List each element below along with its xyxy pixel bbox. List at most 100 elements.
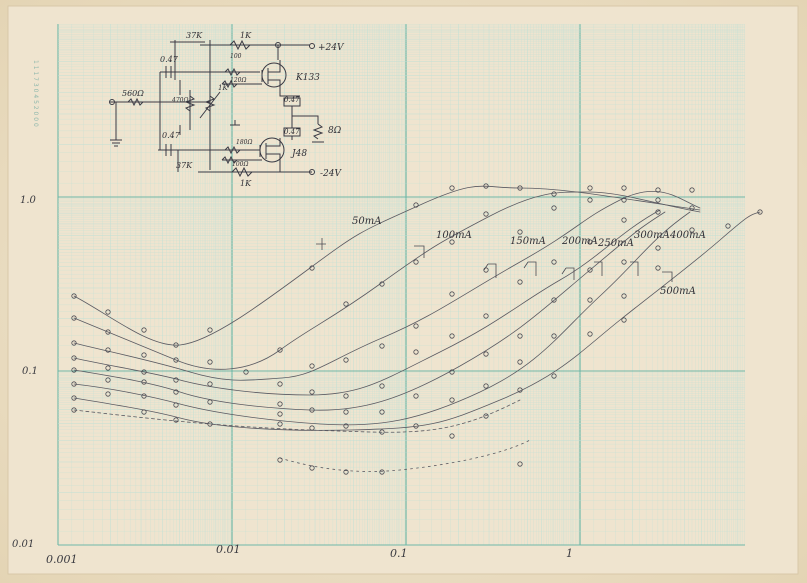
resistor-source-top xyxy=(283,97,301,107)
data-point xyxy=(105,391,111,397)
arrow-icon xyxy=(662,271,673,282)
data-point xyxy=(207,421,213,427)
data-point xyxy=(207,359,213,365)
data-point xyxy=(71,355,77,361)
data-point xyxy=(141,369,147,375)
data-point xyxy=(105,347,111,353)
data-point xyxy=(655,265,661,271)
data-point xyxy=(517,359,523,365)
curve-300ma xyxy=(73,211,691,426)
series-labels: 50mA 100mA 150mA 200mA 250mA 300mA 400mA… xyxy=(352,216,706,297)
data-point xyxy=(551,373,557,379)
data-point xyxy=(309,265,315,271)
y-tick-label: 1.0 xyxy=(20,195,37,206)
data-point xyxy=(309,465,315,471)
label-q-bot: J48 xyxy=(290,149,307,159)
trimmer xyxy=(199,91,221,119)
label-r-gate-top: 100 xyxy=(230,53,242,60)
series-label: 150mA xyxy=(510,236,546,247)
data-point xyxy=(517,387,523,393)
data-point xyxy=(587,197,593,203)
data-point xyxy=(517,185,523,191)
ground xyxy=(110,139,122,147)
x-tick-label: 0.01 xyxy=(216,543,241,556)
data-point xyxy=(105,365,111,371)
data-point xyxy=(413,202,419,208)
terminal xyxy=(309,43,315,49)
label-minus-rail: -24V xyxy=(320,169,342,179)
resistor xyxy=(221,155,262,165)
resistor-r-bot xyxy=(231,166,253,178)
data-point xyxy=(483,413,489,419)
x-axis-tick-labels: 0.001 0.01 0.1 1 xyxy=(46,543,573,566)
schematic-labels: 1K +24V 0.47 37K 100 120Ω K133 560Ω 470Ω… xyxy=(122,31,345,188)
data-point xyxy=(141,393,147,399)
data-point xyxy=(655,197,661,203)
data-point xyxy=(379,429,385,435)
data-point xyxy=(207,327,213,333)
data-point xyxy=(449,433,455,439)
arrow-icon xyxy=(316,238,326,250)
data-point xyxy=(621,197,627,203)
label-r-src-top: 0.47 xyxy=(284,96,300,104)
data-point xyxy=(379,383,385,389)
arrows xyxy=(316,238,673,282)
data-point xyxy=(483,211,489,217)
mosfet-k133-leads xyxy=(261,60,281,92)
arrow-icon xyxy=(630,261,639,276)
y-axis-tick-labels: 1.0 0.1 0.01 xyxy=(12,195,38,550)
data-point xyxy=(277,421,283,427)
label-cap-top: 0.47 xyxy=(160,55,179,64)
data-point xyxy=(587,297,593,303)
data-point xyxy=(551,205,557,211)
data-point xyxy=(483,267,489,273)
log-grid xyxy=(57,24,745,546)
potentiometer xyxy=(184,95,196,112)
data-point xyxy=(517,229,523,235)
data-point xyxy=(621,259,627,265)
data-point xyxy=(689,205,695,211)
arrow-icon xyxy=(483,263,497,278)
data-point xyxy=(277,347,283,353)
data-point xyxy=(449,291,455,297)
label-r-gate-bot2: 100Ω xyxy=(232,161,248,168)
series-label: 100mA xyxy=(436,230,472,241)
label-r-top: 1K xyxy=(240,31,252,40)
curve-400ma xyxy=(73,211,761,431)
label-trim: 1K xyxy=(218,84,228,92)
data-point xyxy=(413,259,419,265)
data-point xyxy=(173,389,179,395)
series-label: 200mA xyxy=(561,236,598,247)
data-point xyxy=(379,281,385,287)
label-pot-mid: 470Ω xyxy=(171,97,188,104)
series-label: 250mA xyxy=(597,238,634,249)
arrow-icon xyxy=(414,245,425,258)
arrow-icon xyxy=(523,261,537,276)
data-point xyxy=(277,457,283,463)
curve-500ma xyxy=(73,399,521,433)
data-point xyxy=(757,209,763,215)
x-tick-label: 0.1 xyxy=(390,547,408,560)
data-point xyxy=(413,423,419,429)
wire xyxy=(279,92,300,97)
data-point xyxy=(517,279,523,285)
data-point xyxy=(105,309,111,315)
data-point xyxy=(207,381,213,387)
data-point xyxy=(587,331,593,337)
data-point xyxy=(343,469,349,475)
data-point xyxy=(517,333,523,339)
data-point xyxy=(343,393,349,399)
data-point xyxy=(379,469,385,475)
resistor xyxy=(224,67,241,77)
data-point xyxy=(587,239,593,245)
data-point xyxy=(449,185,455,191)
data-point xyxy=(413,349,419,355)
terminal xyxy=(309,169,315,175)
data-point xyxy=(277,411,283,417)
data-point xyxy=(243,369,249,375)
capacitor-bot xyxy=(165,144,172,156)
series-label: 50mA xyxy=(352,216,381,227)
data-point xyxy=(71,315,77,321)
load-resistor xyxy=(312,123,324,140)
data-point xyxy=(343,301,349,307)
